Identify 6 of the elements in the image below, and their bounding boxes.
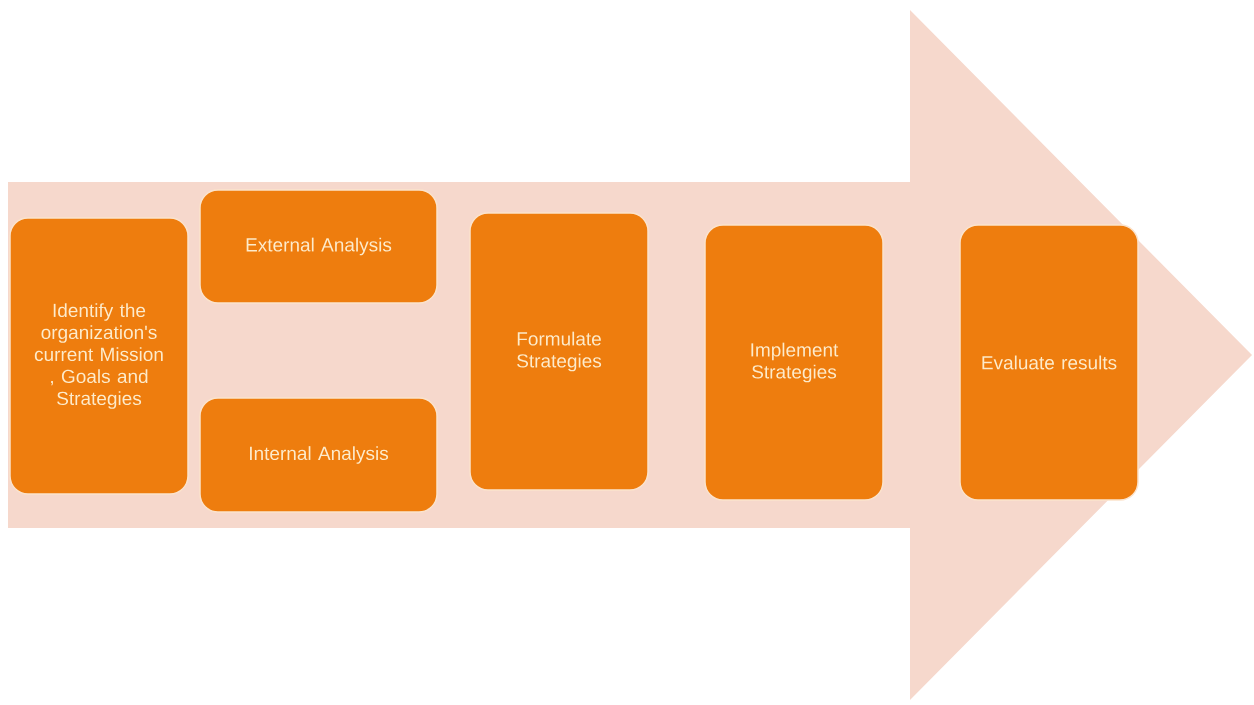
process-box: Internal Analysis xyxy=(199,397,438,513)
process-box: Identify the organization's current Mission , Goals and Strategies xyxy=(9,217,189,495)
process-box: Formulate Strategies xyxy=(469,212,649,491)
process-box: Implement Strategies xyxy=(704,224,884,501)
process-box: Evaluate results xyxy=(959,224,1139,501)
process-box: External Analysis xyxy=(199,189,438,304)
